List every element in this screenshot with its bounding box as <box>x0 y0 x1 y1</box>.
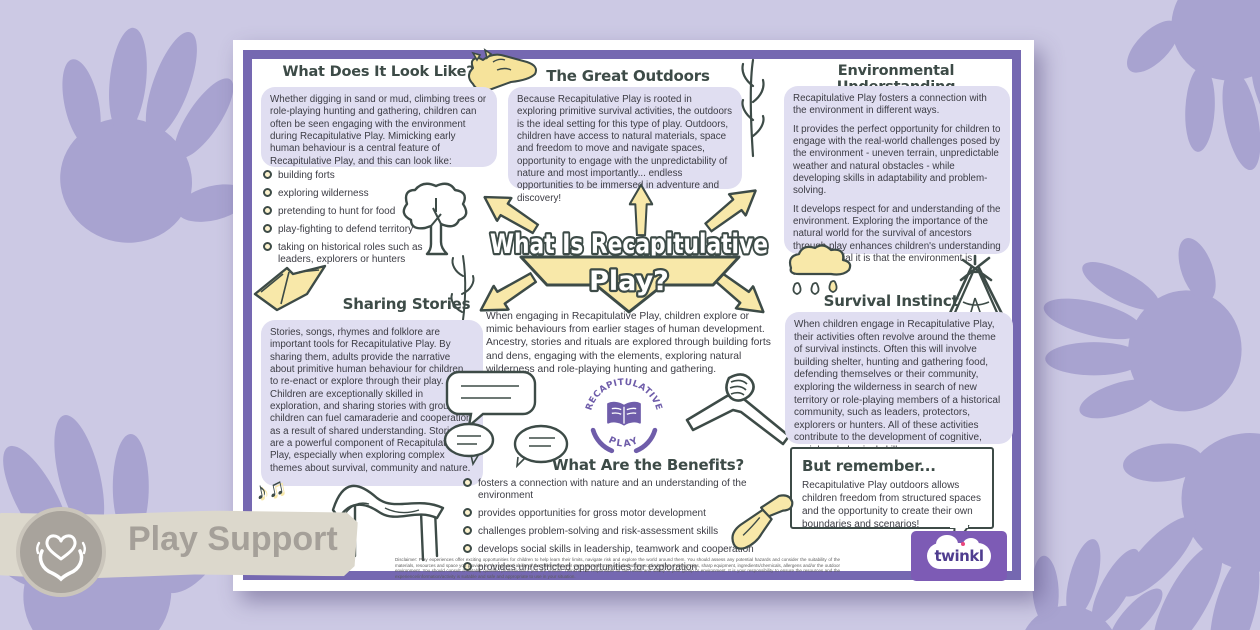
play-support-label: Play Support <box>128 520 338 558</box>
paragraph: Recapitulative Play fosters a connection… <box>793 93 987 117</box>
look-like-text: Whether digging in sand or mud, climbing… <box>261 87 497 167</box>
leaf-sprig-icon <box>450 255 475 335</box>
banner-ribbon <box>519 255 741 314</box>
disclaimer-text: Disclaimer: Play experiences offer excit… <box>395 557 840 579</box>
tree-icon <box>402 182 468 256</box>
twinkl-wordmark: twinkl <box>934 547 984 565</box>
twinkl-logo: twinkl <box>911 531 1007 581</box>
list-item: pretending to hunt for food <box>263 206 478 218</box>
list-item: develops social skills in leadership, te… <box>463 544 783 556</box>
handprint-decoration <box>1102 0 1260 214</box>
remember-text: Recapitulative Play outdoors allows chil… <box>802 480 981 530</box>
bullet-circle-icon <box>463 478 472 487</box>
bullet-circle-icon <box>263 170 272 179</box>
plant-sprig-icon <box>741 58 765 158</box>
trowel-icon <box>731 494 794 550</box>
twinkl-dot <box>961 542 965 546</box>
list-item: taking on historical roles such as leade… <box>263 242 478 266</box>
sleeping-cat-icon <box>468 48 537 99</box>
bullet-circle-icon <box>463 508 472 517</box>
remember-heading: But remember... <box>802 457 936 475</box>
main-title-line2: Play? <box>589 266 669 297</box>
section-heading-benefits: What Are the Benefits? <box>552 456 744 474</box>
svg-text:PLAY: PLAY <box>607 435 642 450</box>
remember-callout: But remember... Recapitulative Play outd… <box>790 447 994 541</box>
section-heading-sharing-stories: Sharing Stories <box>342 295 471 313</box>
list-item: play-fighting to defend territory <box>263 224 478 236</box>
bullet-circle-icon <box>263 206 272 215</box>
open-book-icon <box>253 264 327 312</box>
environmental-text: Recapitulative Play fosters a connection… <box>784 86 1010 276</box>
badge-arc-bottom-text: PLAY <box>607 435 640 450</box>
poster-sheet: What Does It Look Like? Whether digging … <box>233 40 1034 591</box>
section-heading-survival: Survival Instincts <box>823 292 968 310</box>
survival-text: When children engage in Recapitulative P… <box>785 312 1013 456</box>
clasped-hands-icon <box>685 373 791 446</box>
speech-bubbles-icon <box>443 370 569 468</box>
intro-text: When engaging in Recapitulative Play, ch… <box>486 311 771 375</box>
list-item: building forts <box>263 170 478 182</box>
play-support-logo <box>16 507 106 597</box>
badge-book-icon <box>607 401 641 426</box>
paragraph: It provides the perfect opportunity for … <box>793 123 1001 197</box>
great-outdoors-text: Because Recapitulative Play is rooted in… <box>508 87 742 204</box>
bullet-circle-icon <box>263 224 272 233</box>
list-item: challenges problem-solving and risk-asse… <box>463 526 783 538</box>
list-item: provides unrestricted opportunities for … <box>463 562 783 574</box>
list-item: provides opportunities for gross motor d… <box>463 508 783 520</box>
bullet-circle-icon <box>463 544 472 553</box>
section-heading-look-like: What Does It Look Like? <box>282 64 475 80</box>
bullet-circle-icon <box>263 188 272 197</box>
hands-heart-icon <box>36 534 86 582</box>
bullet-circle-icon <box>463 562 472 571</box>
section-heading-great-outdoors: The Great Outdoors <box>546 67 710 85</box>
bullet-circle-icon <box>463 526 472 535</box>
list-item: exploring wilderness <box>263 188 478 200</box>
benefits-list: fosters a connection with nature and an … <box>463 478 783 580</box>
music-notes-icon: ♪♫ <box>252 473 288 506</box>
main-title-banner: Play? <box>519 255 741 314</box>
list-item: fosters a connection with nature and an … <box>463 478 783 502</box>
bullet-circle-icon <box>263 242 272 251</box>
look-like-list: building forts exploring wilderness pret… <box>263 170 478 272</box>
twinkl-cloud: twinkl <box>927 535 991 569</box>
recapitulative-play-badge: RECAPITULATIVE PLAY <box>584 378 663 454</box>
rain-cloud-icon <box>788 244 852 295</box>
